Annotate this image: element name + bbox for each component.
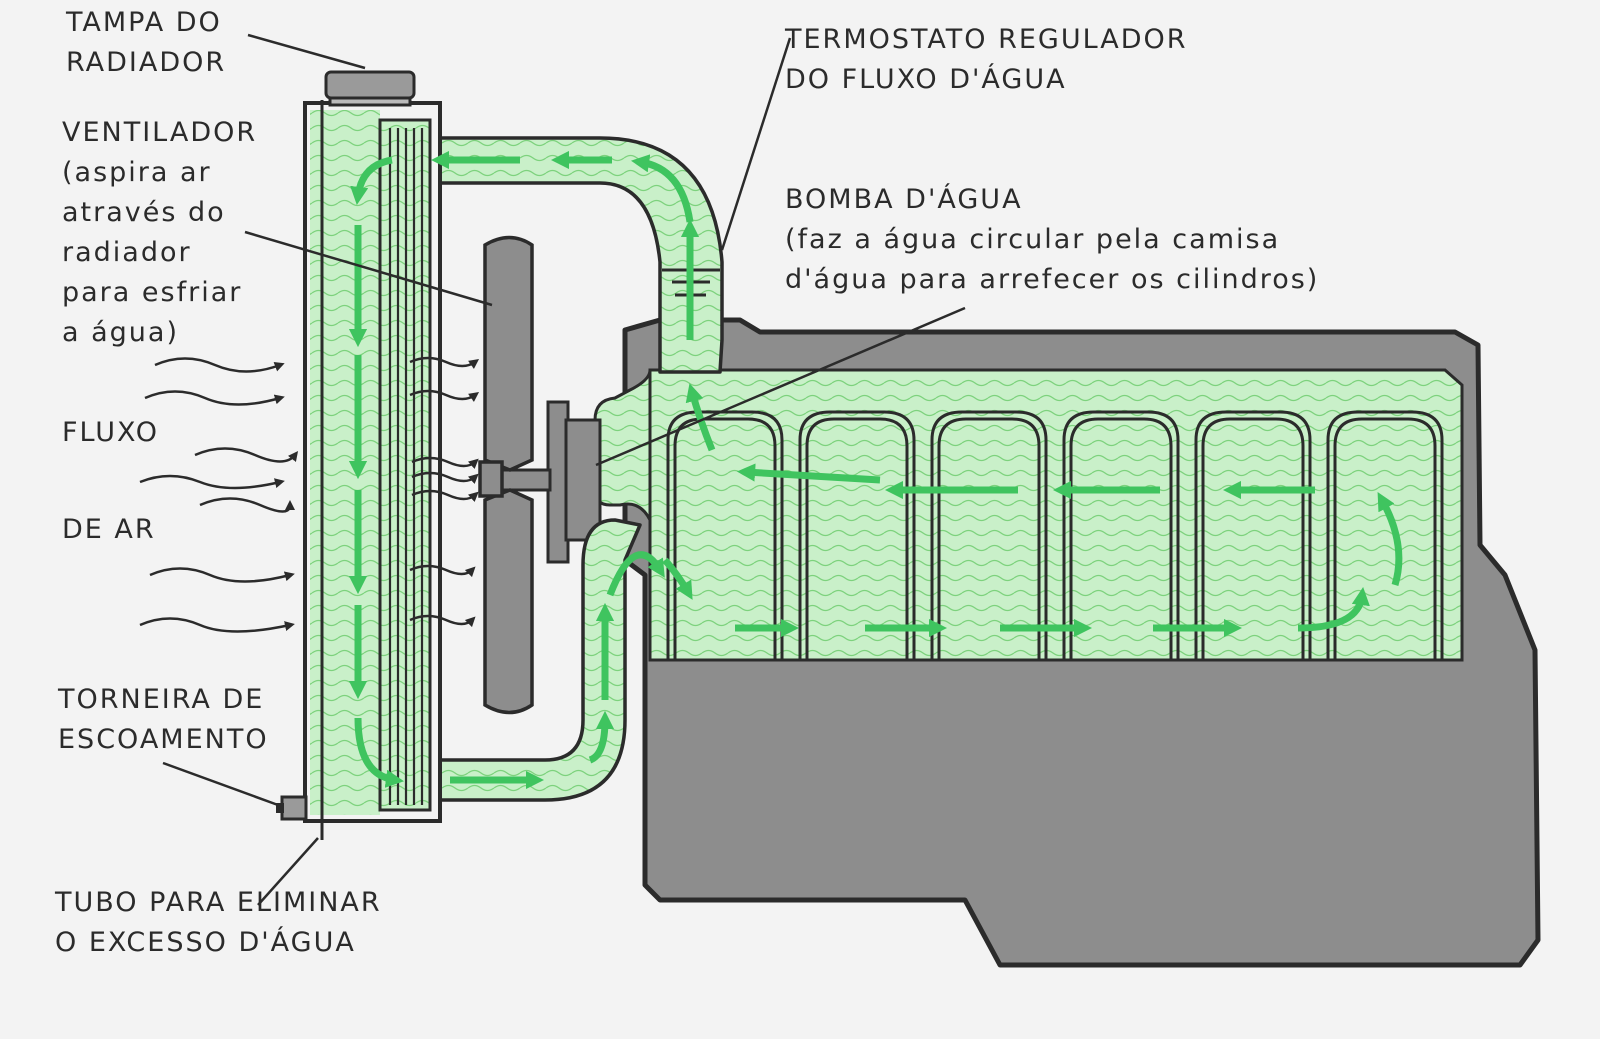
water-jacket xyxy=(648,368,1464,662)
label-thermostat: TERMOSTATO REGULADOR DO FLUXO D'ÁGUA xyxy=(785,24,1188,95)
flow-arrows xyxy=(348,150,1403,790)
label-fan: VENTILADOR (aspira ar através do radiado… xyxy=(62,117,258,348)
radiator xyxy=(303,101,442,823)
label-radiator-cap: TAMPA DO RADIADOR xyxy=(66,7,227,78)
upper-hose xyxy=(403,136,724,374)
label-airflow-1: FLUXO xyxy=(62,417,160,448)
fan xyxy=(478,235,534,715)
pump-body xyxy=(564,418,602,542)
label-airflow-2: DE AR xyxy=(62,514,156,545)
drain-cock xyxy=(276,795,308,821)
radiator-cap xyxy=(324,70,416,107)
cylinders xyxy=(666,410,1444,660)
label-drain-cock: TORNEIRA DE ESCOAMENTO xyxy=(58,684,269,755)
leader-lines xyxy=(162,33,966,906)
label-overflow-tube: TUBO PARA ELIMINAR O EXCESSO D'ÁGUA xyxy=(55,887,382,958)
air-flow-arrows xyxy=(139,356,480,633)
label-water-pump: BOMBA D'ÁGUA (faz a água circular pela c… xyxy=(785,184,1320,295)
